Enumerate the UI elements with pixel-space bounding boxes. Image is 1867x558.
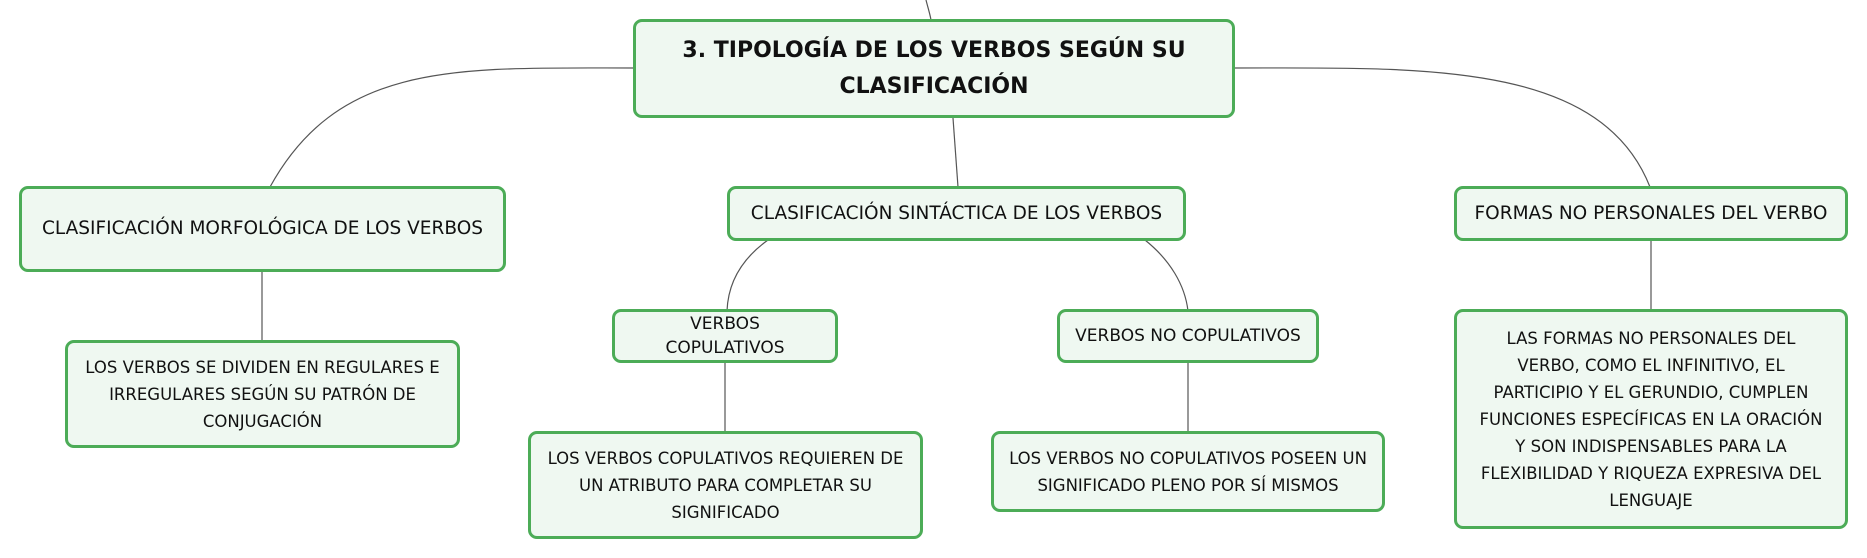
root-topic-title: 3. TIPOLOGÍA DE LOS VERBOS SEGÚN SU CLAS… [682, 37, 1186, 99]
connector-root-nonpersonal [1233, 67, 1651, 188]
non-personal-detail-node[interactable]: LAS FORMAS NO PERSONALES DEL VERBO, COMO… [1454, 309, 1848, 529]
morphological-node[interactable]: CLASIFICACIÓN MORFOLÓGICA DE LOS VERBOS [19, 186, 506, 272]
syntactic-node[interactable]: CLASIFICACIÓN SINTÁCTICA DE LOS VERBOS [727, 186, 1186, 241]
copulative-label: VERBOS COPULATIVOS [665, 314, 785, 358]
syntactic-label: CLASIFICACIÓN SINTÁCTICA DE LOS VERBOS [750, 202, 1163, 224]
root-topic-node[interactable]: 3. TIPOLOGÍA DE LOS VERBOS SEGÚN SU CLAS… [633, 19, 1235, 118]
connector-to-parent [925, 0, 932, 21]
non-personal-node[interactable]: FORMAS NO PERSONALES DEL VERBO [1454, 186, 1848, 241]
copulative-detail-text: LOS VERBOS COPULATIVOS REQUIEREN DE UN A… [547, 448, 904, 522]
morphological-label: CLASIFICACIÓN MORFOLÓGICA DE LOS VERBOS [41, 218, 484, 239]
non-copulative-detail-node[interactable]: LOS VERBOS NO COPULATIVOS POSEEN UN SIGN… [991, 431, 1385, 512]
morphological-detail-node[interactable]: LOS VERBOS SE DIVIDEN EN REGULARES E IRR… [65, 340, 460, 448]
connector-root-morphological [269, 67, 635, 188]
non-copulative-label: VERBOS NO COPULATIVOS [1075, 326, 1301, 346]
copulative-node[interactable]: VERBOS COPULATIVOS [612, 309, 838, 363]
non-copulative-node[interactable]: VERBOS NO COPULATIVOS [1057, 309, 1319, 363]
morphological-detail-text: LOS VERBOS SE DIVIDEN EN REGULARES E IRR… [85, 357, 440, 431]
connector-syntactic-noncopulative [1144, 239, 1189, 312]
non-personal-label: FORMAS NO PERSONALES DEL VERBO [1474, 202, 1828, 224]
copulative-detail-node[interactable]: LOS VERBOS COPULATIVOS REQUIEREN DE UN A… [528, 431, 923, 539]
non-personal-detail-text: LAS FORMAS NO PERSONALES DEL VERBO, COMO… [1479, 328, 1823, 510]
non-copulative-detail-text: LOS VERBOS NO COPULATIVOS POSEEN UN SIGN… [1009, 448, 1367, 495]
connector-root-syntactic [952, 117, 959, 188]
connector-syntactic-copulative [726, 239, 769, 312]
